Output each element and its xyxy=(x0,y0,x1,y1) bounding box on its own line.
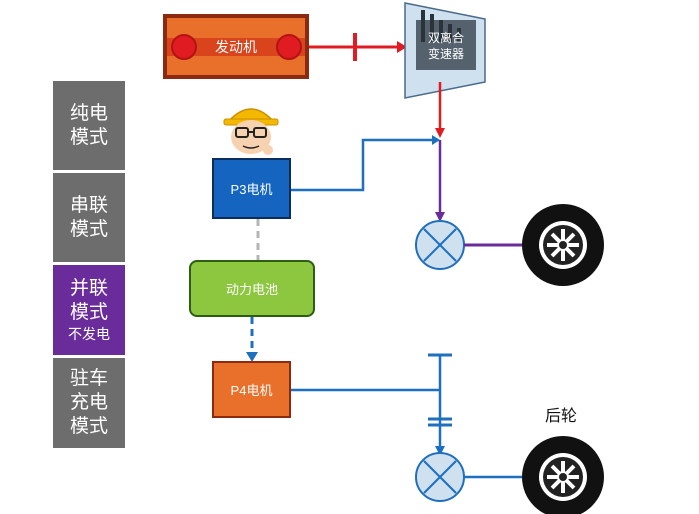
mode-tab-series[interactable]: 串联 模式 xyxy=(53,173,125,262)
front-shaft-arrow xyxy=(435,212,445,222)
engine-name: 发动机 xyxy=(215,39,257,55)
battery-p4-arrow xyxy=(246,352,258,362)
p3-motor-label: P3电机 xyxy=(230,182,273,197)
engine-block xyxy=(163,14,309,79)
rear-wheel-icon xyxy=(522,436,604,514)
mode-tab-sublabel: 不发电 xyxy=(68,326,110,342)
p3-arrow xyxy=(432,135,440,145)
mode-tab-label: 充电 xyxy=(69,392,108,413)
rear-differential-icon xyxy=(415,452,465,502)
rear-shaft-arrow xyxy=(435,446,445,456)
power-battery: 动力电池 xyxy=(189,260,315,317)
transmission-name-line: 双离合 xyxy=(427,31,464,45)
mode-tab-parallel[interactable]: 并联 模式 不发电 xyxy=(53,265,125,355)
engine-label: 发动机 xyxy=(196,36,276,58)
p3-motor: P3电机 xyxy=(212,158,291,219)
front-wheel-icon xyxy=(522,204,604,286)
engine-arrow-head xyxy=(397,41,407,53)
mode-tab-label: 串联 xyxy=(69,194,108,216)
mode-tab-label: 模式 xyxy=(69,218,108,240)
clutch-icon xyxy=(428,417,452,427)
transmission-block xyxy=(404,2,486,99)
p4-motor-label: P4电机 xyxy=(230,383,273,398)
engineer-avatar-icon xyxy=(223,108,279,162)
mode-tab-label: 驻车 xyxy=(69,368,108,389)
transmission-label: 双离合 变速器 xyxy=(416,30,476,62)
mode-tab-label: 模式 xyxy=(69,416,108,437)
mode-tab-pure-electric[interactable]: 纯电 模式 xyxy=(53,81,125,170)
transmission-name-line: 变速器 xyxy=(427,47,464,61)
battery-label: 动力电池 xyxy=(225,282,278,297)
mode-tab-label: 模式 xyxy=(69,126,108,148)
p4-motor: P4电机 xyxy=(212,361,291,418)
mode-tab-label: 模式 xyxy=(69,302,108,323)
mode-tab-parked-charging[interactable]: 驻车 充电 模式 xyxy=(53,358,125,448)
mode-tab-label: 并联 xyxy=(69,278,108,299)
front-differential-icon xyxy=(415,220,465,270)
rear-wheel-label: 后轮 xyxy=(545,408,578,425)
mode-tab-label: 纯电 xyxy=(69,102,108,124)
p3-output-line xyxy=(290,138,438,192)
transmission-arrow xyxy=(435,128,445,138)
